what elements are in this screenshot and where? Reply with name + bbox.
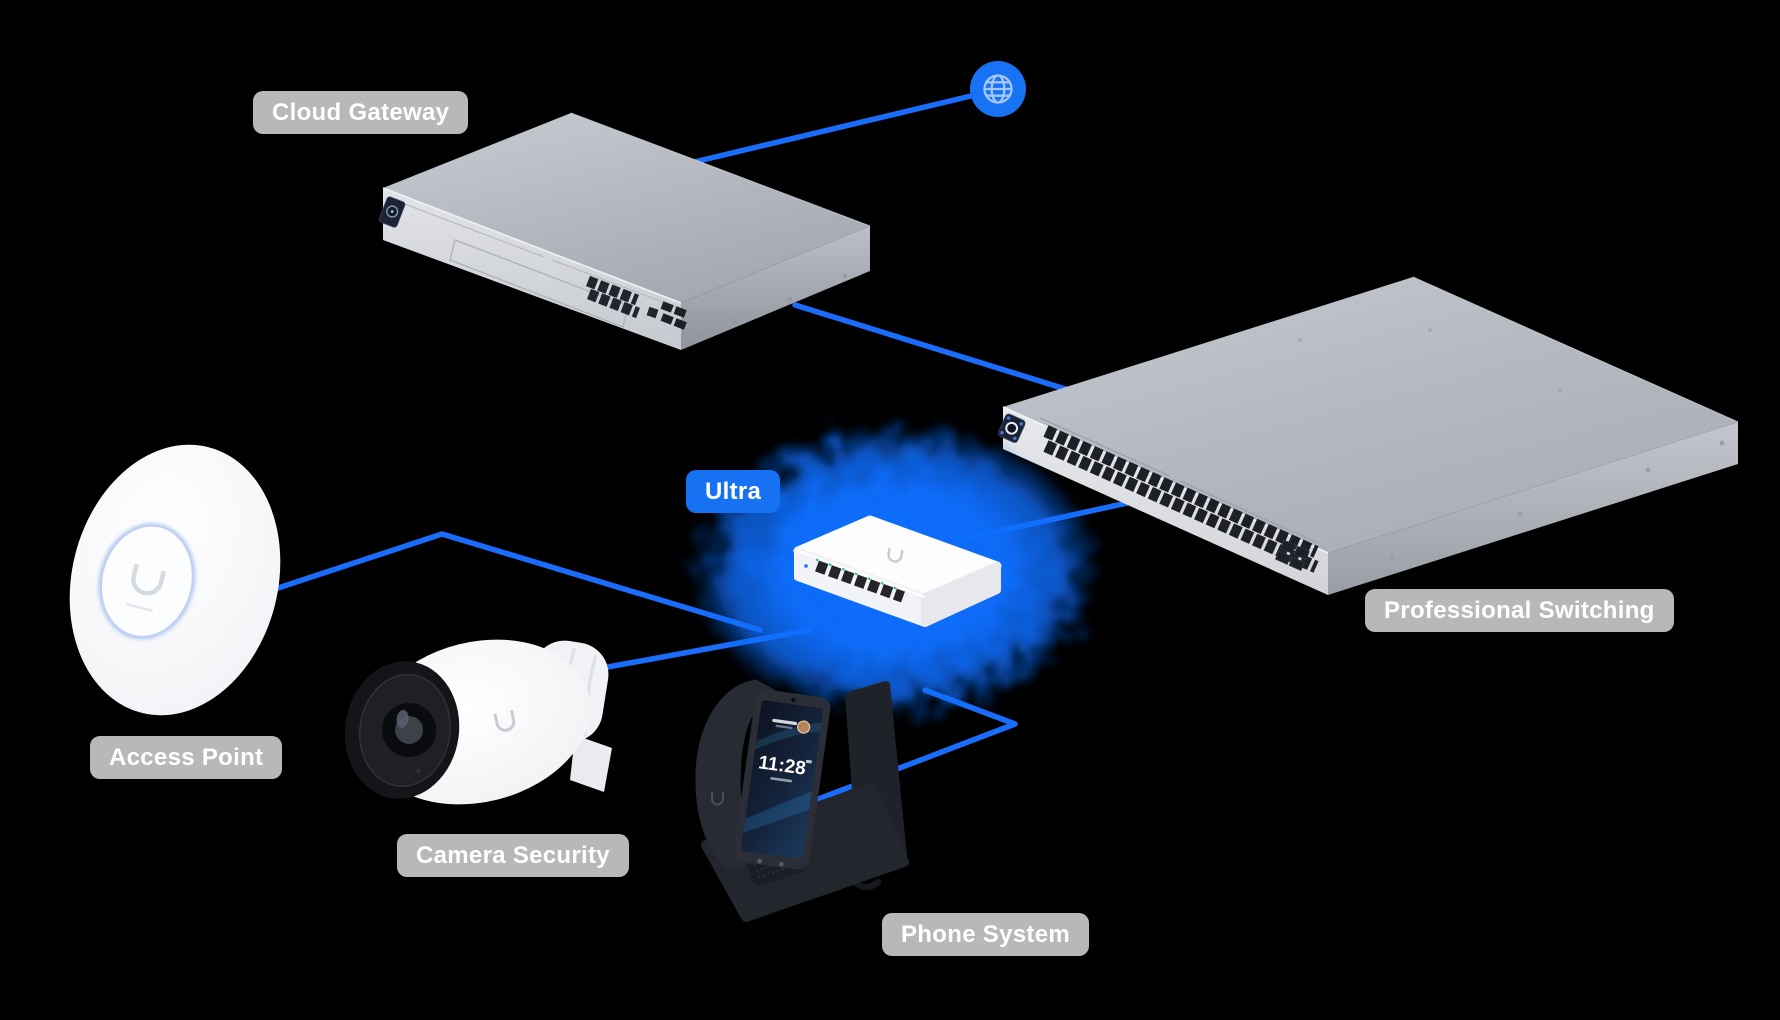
cloud-gateway-device <box>378 112 871 350</box>
ap-logo <box>131 563 167 596</box>
gateway-drive-bay <box>449 239 629 328</box>
phone-caller-subtext <box>775 724 793 730</box>
switch-side-face <box>1328 422 1738 595</box>
ap-logo-text <box>125 603 153 612</box>
ultra-ports <box>815 560 905 603</box>
link-gateway-internet <box>687 92 978 166</box>
camera-logo <box>493 709 516 732</box>
switch-screws <box>1298 328 1725 560</box>
ultra-logo <box>887 548 904 563</box>
phone-device: 11:28 <box>695 679 909 922</box>
camera-security-label: Camera Security <box>397 834 629 877</box>
switch-display <box>997 413 1026 443</box>
professional-switch-device <box>997 276 1739 595</box>
camera-lens <box>344 661 460 799</box>
phone-handset <box>695 679 776 870</box>
access-point-device <box>69 444 281 716</box>
phone-screen-unit: 11:28 <box>733 689 831 870</box>
ultra-status-led <box>804 564 808 568</box>
access-point-label: Access Point <box>90 736 283 779</box>
phone-date-line <box>770 777 792 783</box>
gateway-display <box>378 196 406 228</box>
ultra-side-face <box>921 562 1001 627</box>
link-gateway-switch <box>792 302 1078 395</box>
phone-caller-avatar <box>797 720 811 734</box>
globe-icon <box>970 61 1026 117</box>
gateway-top-face <box>383 113 870 303</box>
switch-ports <box>1043 425 1319 573</box>
switch-top-face <box>1003 277 1738 553</box>
professional-switching-label: Professional Switching <box>1365 589 1674 632</box>
gateway-screws <box>697 273 848 339</box>
ultra-label: Ultra <box>686 470 781 513</box>
ultra-switch-device <box>793 515 1002 627</box>
phone-camera-dot <box>791 697 796 703</box>
gateway-side-face <box>681 226 870 350</box>
camera-arm <box>570 735 612 792</box>
phone-system-label: Phone System <box>882 913 1089 956</box>
gateway-ports <box>586 275 690 331</box>
link-ap-ultra <box>269 531 763 633</box>
phone-handset-logo <box>711 792 724 806</box>
cloud-gateway-label: Cloud Gateway <box>253 91 469 134</box>
phone-caller-name <box>772 718 798 726</box>
switch-sfp-ports <box>1274 539 1310 572</box>
camera-device <box>344 639 612 805</box>
